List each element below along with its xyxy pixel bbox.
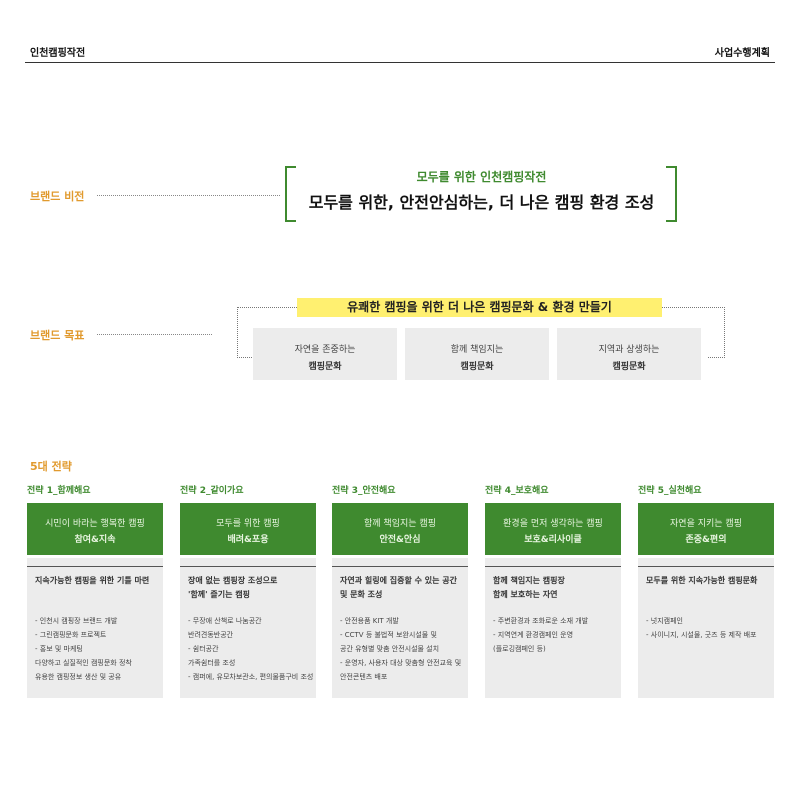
- strategy-desc-line: 지속가능한 캠핑을 위한 기틀 마련: [35, 576, 150, 585]
- strategy-bullet: - 안전용품 KIT 개발: [340, 617, 399, 625]
- strategy-bullet: 안전콘텐츠 배포: [340, 673, 388, 681]
- goal-frame-tick-left: [237, 357, 252, 358]
- strategy-bullet: - 지역연계 환경캠페인 운영: [493, 631, 574, 639]
- strategy-header-line2: 배려&포용: [227, 535, 269, 545]
- strategy-1-title: 전략 1_함께해요: [27, 486, 91, 496]
- strategy-bullet: 가족쉼터를 조성: [188, 659, 236, 667]
- strategy-body-rule: [180, 566, 316, 567]
- strategy-desc-line: 함께 보호하는 자연: [493, 590, 558, 599]
- goal-box-line2: 캠핑문화: [308, 362, 342, 372]
- strategy-4-title: 전략 4_보호해요: [485, 486, 549, 496]
- strategy-2-header: 모두를 위한 캠핑 배려&포용: [180, 503, 316, 555]
- brand-vision-label: 브랜드 비전: [30, 190, 85, 203]
- goal-box-1: 자연을 존중하는 캠핑문화: [253, 328, 397, 380]
- document-section-title: 사업수행계획: [714, 48, 770, 59]
- strategy-description: 장애 없는 캠핑장 조성으로 '함께' 즐기는 캠핑: [180, 558, 316, 602]
- strategy-description: 지속가능한 캠핑을 위한 기틀 마련: [27, 558, 163, 588]
- strategy-header-line2: 보호&리사이클: [524, 535, 582, 545]
- strategy-bullets: - 넛지캠페인 - 사이니지, 시설물, 굿즈 등 제작 배포: [646, 614, 772, 642]
- brand-goal-label: 브랜드 목표: [30, 329, 85, 342]
- strategy-5-title: 전략 5_실천해요: [638, 486, 702, 496]
- strategies-label: 5대 전략: [30, 460, 72, 473]
- strategy-description: 함께 책임지는 캠핑장 함께 보호하는 자연: [485, 558, 621, 602]
- vision-bracket-right: [666, 166, 677, 222]
- strategy-bullet: 공간 유형별 맞춤 안전시설물 설치: [340, 645, 440, 653]
- strategy-body-rule: [638, 566, 774, 567]
- goal-box-3: 지역과 상생하는 캠핑문화: [557, 328, 701, 380]
- header-divider: [25, 62, 775, 63]
- strategy-desc-line: 및 문화 조성: [340, 590, 383, 599]
- strategy-header-line1: 모두를 위한 캠핑: [216, 519, 280, 529]
- strategy-bullet: - 인천시 캠핑장 브랜드 개발: [35, 617, 118, 625]
- strategy-description: 자연과 힐링에 집중할 수 있는 공간 및 문화 조성: [332, 558, 468, 602]
- strategy-desc-line: 함께 책임지는 캠핑장: [493, 576, 565, 585]
- goal-banner: 유쾌한 캠핑을 위한 더 나은 캠핑문화 & 환경 만들기: [297, 298, 662, 317]
- goal-box-line1: 지역과 상생하는: [598, 345, 660, 355]
- strategy-header-line1: 자연을 지키는 캠핑: [670, 519, 742, 529]
- goal-frame-tick-right: [708, 357, 723, 358]
- strategy-bullet: - 쉼터공간: [188, 645, 219, 653]
- goal-box-2: 함께 책임지는 캠핑문화: [405, 328, 549, 380]
- strategy-desc-line: 모두를 위한 지속가능한 캠핑문화: [646, 576, 758, 585]
- strategy-bullet: - 넛지캠페인: [646, 617, 683, 625]
- strategy-desc-line: 장애 없는 캠핑장 조성으로: [188, 576, 278, 585]
- document-title: 인천캠핑작전: [30, 48, 86, 59]
- strategy-bullet: - 운영자, 사용자 대상 맞춤형 안전교육 및: [340, 659, 462, 667]
- vision-statement: 모두를 위한, 안전안심하는, 더 나은 캠핑 환경 조성: [308, 193, 655, 212]
- strategy-bullet: - 캠퍼에, 유모차보관소, 편의물품구비 조성: [188, 673, 314, 681]
- strategy-header-line1: 시민이 바라는 행복한 캠핑: [45, 519, 145, 529]
- strategy-3-header: 함께 책임지는 캠핑 안전&안심: [332, 503, 468, 555]
- strategy-bullets: - 주변환경과 조화로운 소재 개발 - 지역연계 환경캠페인 운영 (플로깅캠…: [493, 614, 619, 656]
- strategy-bullet: - CCTV 등 불법적 보완시설물 및: [340, 631, 437, 639]
- strategy-header-line2: 참여&지속: [74, 535, 116, 545]
- vision-subtitle: 모두를 위한 인천캠핑작전: [416, 170, 547, 184]
- strategy-5-header: 자연을 지키는 캠핑 존중&편의: [638, 503, 774, 555]
- strategy-bullet: - 홍보 및 마케팅: [35, 645, 83, 653]
- strategy-header-line1: 함께 책임지는 캠핑: [364, 519, 436, 529]
- strategy-3-title: 전략 3_안전해요: [332, 486, 396, 496]
- strategy-2-body: 장애 없는 캠핑장 조성으로 '함께' 즐기는 캠핑 - 무장애 산책로 나눔공…: [180, 558, 316, 698]
- strategy-5-body: 모두를 위한 지속가능한 캠핑문화 - 넛지캠페인 - 사이니지, 시설물, 굿…: [638, 558, 774, 698]
- goal-box-line2: 캠핑문화: [460, 362, 494, 372]
- strategy-4-body: 함께 책임지는 캠핑장 함께 보호하는 자연 - 주변환경과 조화로운 소재 개…: [485, 558, 621, 698]
- strategy-bullet: - 그린캠핑문화 프로젝트: [35, 631, 107, 639]
- strategy-2-title: 전략 2_같이가요: [180, 486, 244, 496]
- strategy-bullet: 다양하고 실질적인 캠핑문화 정착: [35, 659, 132, 667]
- strategy-bullets: - 안전용품 KIT 개발 - CCTV 등 불법적 보완시설물 및 공간 유형…: [340, 614, 466, 684]
- strategy-1-header: 시민이 바라는 행복한 캠핑 참여&지속: [27, 503, 163, 555]
- brand-vision-leader: [97, 195, 280, 196]
- strategy-bullet: - 무장애 산책로 나눔공간: [188, 617, 262, 625]
- goal-box-line1: 자연을 존중하는: [294, 345, 356, 355]
- strategy-1-body: 지속가능한 캠핑을 위한 기틀 마련 - 인천시 캠핑장 브랜드 개발 - 그린…: [27, 558, 163, 698]
- strategy-header-line2: 존중&편의: [685, 535, 727, 545]
- strategy-bullets: - 인천시 캠핑장 브랜드 개발 - 그린캠핑문화 프로젝트 - 홍보 및 마케…: [35, 614, 161, 684]
- strategy-3-body: 자연과 힐링에 집중할 수 있는 공간 및 문화 조성 - 안전용품 KIT 개…: [332, 558, 468, 698]
- strategy-bullet: - 주변환경과 조화로운 소재 개발: [493, 617, 589, 625]
- strategy-desc-line: '함께' 즐기는 캠핑: [188, 590, 250, 599]
- strategy-body-rule: [27, 566, 163, 567]
- strategy-desc-line: 자연과 힐링에 집중할 수 있는 공간: [340, 576, 457, 585]
- goal-box-line1: 함께 책임지는: [450, 345, 504, 355]
- strategy-bullet: (플로깅캠페인 등): [493, 645, 546, 653]
- strategy-bullet: 반려견동반공간: [188, 631, 234, 639]
- strategy-bullet: 유용한 캠핑정보 생산 및 공유: [35, 673, 122, 681]
- strategy-4-header: 환경을 먼저 생각하는 캠핑 보호&리사이클: [485, 503, 621, 555]
- strategy-description: 모두를 위한 지속가능한 캠핑문화: [638, 558, 774, 588]
- strategy-bullets: - 무장애 산책로 나눔공간 반려견동반공간 - 쉼터공간 가족쉼터를 조성 -…: [188, 614, 314, 684]
- goal-box-line2: 캠핑문화: [612, 362, 646, 372]
- strategy-bullet: - 사이니지, 시설물, 굿즈 등 제작 배포: [646, 631, 757, 639]
- brand-goal-leader: [97, 334, 212, 335]
- strategy-header-line2: 안전&안심: [379, 535, 421, 545]
- vision-bracket-left: [285, 166, 296, 222]
- strategy-header-line1: 환경을 먼저 생각하는 캠핑: [503, 519, 603, 529]
- strategy-body-rule: [485, 566, 621, 567]
- strategy-body-rule: [332, 566, 468, 567]
